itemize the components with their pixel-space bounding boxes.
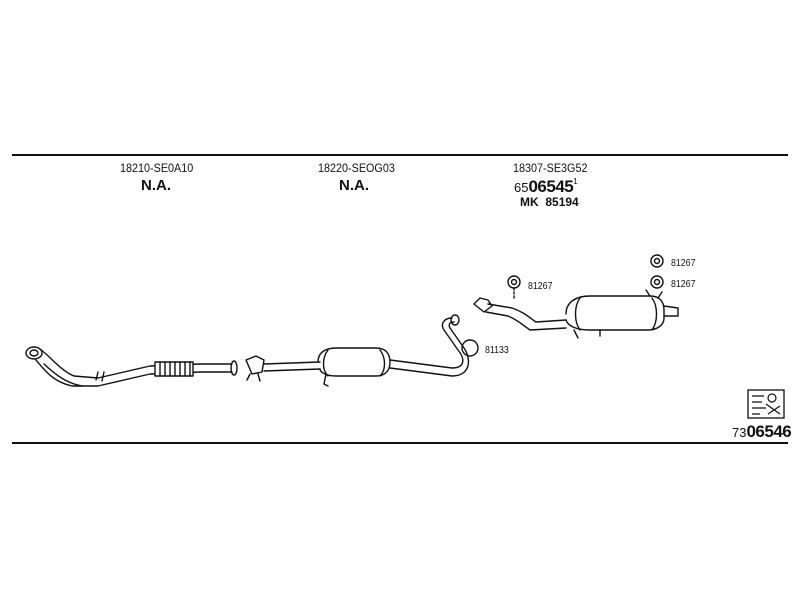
mounting-kit: MK 85194: [520, 196, 579, 208]
mounting-kit-number: 85194: [545, 195, 579, 209]
diagram-number-prefix: 73: [732, 425, 747, 440]
diagram-number-main: 06546: [746, 422, 792, 441]
ring-part: [461, 339, 479, 357]
left-hanger-label: 81267: [528, 281, 553, 292]
front-pipe: [25, 346, 238, 387]
ring-label: 81133: [485, 345, 509, 356]
right-hanger-top-label: 81267: [671, 258, 696, 269]
front-pipe-status: N.A.: [141, 177, 171, 194]
middle-silencer: [245, 314, 470, 387]
middle-silencer-status: N.A.: [339, 177, 369, 194]
order-number-main: 06545: [528, 177, 574, 196]
order-number: 65065451: [514, 178, 578, 196]
top-rule: [12, 154, 788, 156]
hanger-icon-right-bottom: [650, 275, 664, 289]
hanger-icon-left: [507, 275, 521, 289]
rear-silencer: [473, 289, 679, 339]
bottom-rule: [12, 442, 788, 444]
right-hanger-bottom-label: 81267: [671, 279, 696, 290]
mounting-kit-label: MK: [520, 195, 539, 209]
part-number-rear-silencer: 18307-SE3G52: [513, 161, 588, 175]
order-number-suffix: 1: [573, 177, 578, 186]
part-number-front-pipe: 18210-SE0A10: [120, 161, 194, 175]
catalogue-symbol-icon: [747, 389, 785, 419]
order-number-prefix: 65: [514, 180, 529, 195]
diagram-number: 7306546: [732, 422, 792, 441]
hanger-icon-right-top: [650, 254, 664, 268]
part-number-middle-silencer: 18220-SEOG03: [318, 161, 395, 175]
